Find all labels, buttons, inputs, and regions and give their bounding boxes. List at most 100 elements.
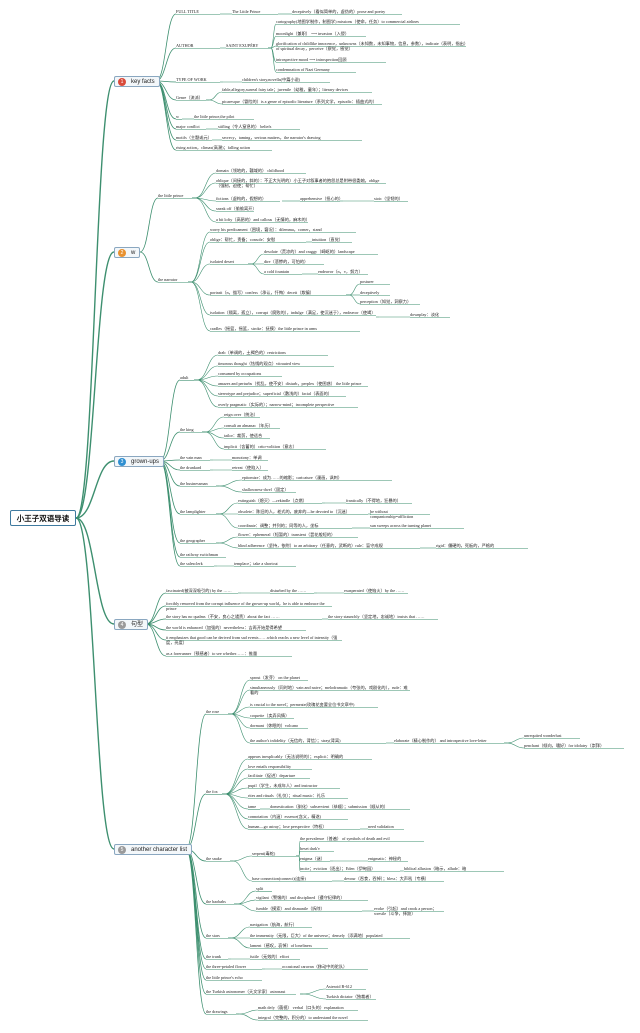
rising-action-label[interactable]: rising action，climax(高潮)；falling action — [176, 145, 250, 150]
fox-domestication[interactable]: domestication（驯化）subservient（恭顺）；submiss… — [270, 804, 388, 809]
businessman-label[interactable]: the businessman — [180, 481, 208, 486]
fox-validation[interactable]: need validation — [368, 824, 394, 829]
rose-sprout[interactable]: sprout（发芽） on the planet — [250, 675, 300, 680]
narrator-predicament[interactable]: worry his predicament（困境，窘况）：dilemma，cor… — [210, 227, 322, 232]
business-epitomize[interactable]: epitomize：成为……的缩影；caricature（漫画，讽刺） — [242, 475, 343, 480]
type-of-work-value[interactable]: children's story,novella(中篇小说) — [242, 77, 301, 82]
adult-consumed[interactable]: consumed by occupations — [218, 371, 262, 376]
full-title-label[interactable]: FULL TITLE — [176, 9, 199, 14]
drawings-integral[interactable]: integral（完整的，积分的）to understand the novel — [258, 1015, 348, 1020]
root-node[interactable]: 小王子双语导读 — [10, 510, 76, 526]
petal-flower-label[interactable]: the three-petaled flower — [206, 964, 246, 969]
portrait-perception[interactable]: perception（知觉，洞察力） — [360, 299, 412, 304]
lamp-sun-sweeps[interactable]: sun sweeps across the turning planet — [370, 523, 432, 528]
snake-enigma[interactable]: enigma（谜） — [300, 856, 325, 861]
adult-timorous[interactable]: timorous thought（怯懦的观点）vitrauted view — [218, 361, 301, 366]
adult-amazes[interactable]: amazes and perturbs（扰乱，使不安）disturb，perpl… — [218, 381, 362, 386]
vain-man-label[interactable]: the vain man — [180, 455, 202, 460]
petal-flower-value[interactable]: occasional caravan（移动中的驼队） — [282, 964, 348, 969]
desert-endeavor[interactable]: endeavor（n，v，努力） — [318, 269, 363, 274]
turkish-asteroid[interactable]: Asteroid B-612 — [326, 984, 352, 989]
prince-lofty[interactable]: a bit lofty（高昂的）and callous（无情的，麻木的） — [216, 217, 310, 222]
rose-infidelity[interactable]: the author's infidelity（无信的，背信）；stray(背离… — [250, 738, 341, 743]
turkish-dictator[interactable]: Turkish dictator（独裁者） — [326, 994, 374, 999]
rose-label[interactable]: the rose — [206, 709, 220, 714]
drunkard-label[interactable]: the drunkard — [180, 465, 202, 470]
genre-label[interactable]: Genre（流派） — [176, 95, 203, 100]
geo-blind-adherence[interactable]: blind adherence（坚持，依附）to an arbitrary（任意… — [238, 543, 383, 548]
fox-rites[interactable]: rites and rituals（礼仪）；ritual music：礼乐 — [248, 793, 326, 798]
lamp-coordinate[interactable]: coordinate：调整；并列的；同等的人，坐标 — [238, 523, 319, 528]
snake-prevalence[interactable]: the prevalence（普遍） of symbols of death a… — [300, 836, 390, 841]
w-label[interactable]: w — [176, 114, 180, 119]
rose-love-letter[interactable]: elaborate（精心制作的） and introspective love-… — [394, 738, 487, 743]
rose-penchant[interactable]: penchant（倾向，嗜好）for idolatry（崇拜） — [524, 743, 605, 748]
fox-pupil[interactable]: pupil（学生，未成年人）and instructor — [248, 783, 318, 788]
fox-human-astray[interactable]: human—go astray；lose perspective（特权） — [248, 824, 327, 829]
narrator-isolation[interactable]: isolation（隔离，孤立），corrupt（腐败的），indulge（满足… — [210, 310, 376, 315]
prince-sneak-off[interactable]: sneak off（偷偷离开） — [216, 206, 257, 211]
prince-oblique[interactable]: oblique（间接的，斜的）：不正大光明的）小王子对叙事者的抱怨总是附带很委婉… — [216, 178, 380, 188]
king-reign[interactable]: reign over（统治） — [224, 412, 258, 417]
desert-desolate[interactable]: desolate（荒凉的）and craggy（崎岖的）landscape — [264, 249, 355, 254]
pattern-disturbed[interactable]: disturbed by the …… — [270, 588, 307, 593]
pattern-forerunner[interactable]: as a forerunner（预感者）to see whether……：推量 — [166, 651, 258, 656]
narrator-downplay[interactable]: downplay：淡化 — [410, 312, 440, 317]
railway-switchman-label[interactable]: the railway switchman — [180, 552, 218, 557]
major-conflict-value[interactable]: stifling（令人窒息的） beliefs — [218, 124, 272, 129]
fox-label[interactable]: the fox — [206, 789, 218, 794]
genre-picaresque[interactable]: picaresque（冒险的）is a genre of episodic li… — [222, 99, 377, 104]
major-conflict-label[interactable]: major conflict — [176, 124, 200, 129]
snake-label[interactable]: the snake — [206, 856, 222, 861]
lamplighter-label[interactable]: the lamplighter — [180, 509, 206, 514]
pattern-exasperated[interactable]: exasperated（使恼火）by the …… — [344, 588, 405, 593]
prince-apprehensive[interactable]: apprehensive（担心的） — [300, 196, 344, 201]
echo-label[interactable]: the little prince's echo — [206, 975, 243, 980]
king-almanac[interactable]: consult an almanac（年历） — [224, 423, 273, 428]
king-label[interactable]: the king — [180, 427, 194, 432]
prince-stoic[interactable]: stoic（坚韧的） — [374, 196, 403, 201]
adult-label[interactable]: adult — [180, 375, 189, 380]
author-label[interactable]: AUTHOR — [176, 43, 194, 48]
adult-stereotype[interactable]: stereotype and prejudice；superficial（敷浅的… — [218, 391, 332, 396]
baobab-evoke[interactable]: evoke（引起）and crook a person；wrestle（斗争，摔… — [374, 906, 437, 916]
snake-incite[interactable]: incite；eviction（逐出）；Eden（伊甸园） — [300, 866, 376, 871]
adult-pragmatic[interactable]: overly pragmatic（实际的）；narrow-mind；incomp… — [218, 402, 335, 407]
fox-facilitate[interactable]: facilitate（促进）departure — [248, 773, 296, 778]
author-value[interactable]: SAINT EXUPÉRY — [226, 43, 259, 48]
stars-lament[interactable]: lament（感叹，哀悼）of loneliness — [250, 943, 312, 948]
fox-love-responsibility[interactable]: love entails responsibility — [248, 764, 292, 769]
prince-domain[interactable]: domain（领地的，疆域的） childhood — [216, 168, 285, 173]
geographer-label[interactable]: the geographer — [180, 538, 205, 543]
lamp-obsolete[interactable]: obsolete：陈旧的人，老式的，废弃的—be devoted to（沉迷） — [238, 509, 350, 514]
pattern-staunchly[interactable]: the story staunchly（坚定地，忠诚地）insists that… — [328, 614, 425, 619]
lamp-frantically[interactable]: frantically（不得地，狂暴的） — [346, 498, 401, 503]
baobab-split[interactable]: split — [256, 886, 264, 891]
pattern-forcibly[interactable]: forcibly removed from the corrupt influe… — [166, 601, 325, 611]
isolated-desert[interactable]: isolated desert — [210, 259, 235, 264]
narrator-intuition[interactable]: intuition（直觉） — [312, 237, 343, 242]
portrait-deceptively[interactable]: deceptively — [360, 290, 380, 295]
snake-devour[interactable]: devour（吞食，吞掉）；bless：大声吼（专横） — [344, 876, 429, 881]
geo-rigid[interactable]: rigid：僵硬的，死板的，严格的 — [436, 543, 495, 548]
author-cartography[interactable]: cartography(地图学制作，制图学) missions（使命，任务）to… — [276, 19, 419, 24]
rose-wonderlust[interactable]: unrequited wonderlust — [524, 733, 562, 738]
baobab-vigilant[interactable]: vigilant（警惕的）and disciplined（遵守纪律的） — [256, 895, 345, 900]
business-shallowness[interactable]: shallowness-dwel（固定） — [242, 487, 289, 492]
full-title-value[interactable]: The Little Prince — [232, 9, 261, 14]
author-condemnation[interactable]: condemnation of Nazi Germany — [276, 67, 330, 72]
desert-dire[interactable]: dire（悲惨的，可怕的） — [264, 259, 309, 264]
narrator-cradles[interactable]: cradles（摇篮，摇篮，stroke：抚摸）the little princ… — [210, 326, 317, 331]
trunk-label[interactable]: the trunk — [206, 954, 222, 959]
narrator-oblige[interactable]: oblige：帮忙，责备；console：安慰 — [210, 237, 276, 242]
rose-vain-naive[interactable]: simultaneously（同时地）vain and naive；melodr… — [250, 685, 408, 695]
full-title-detail[interactable]: deceptively（看似简单的，虚伪的）prose and poetry — [292, 9, 386, 14]
w-value[interactable]: the little prince,the pilot — [194, 114, 235, 119]
snake-serpent[interactable]: serpent(毒蛇) — [252, 851, 276, 856]
genre-fable[interactable]: fable,allegory,surreal fairy tale；juveni… — [222, 87, 349, 92]
lamp-extinguish[interactable]: extinguish（熄灭）—rekindle（点燃） — [238, 498, 307, 503]
rose-crucial[interactable]: is crucial to the novel；permeate(玫瑰花变要全位… — [250, 702, 355, 707]
